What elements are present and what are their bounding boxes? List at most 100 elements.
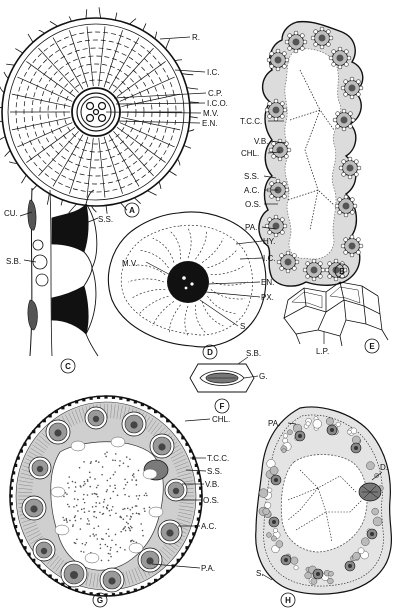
panel-g-label-ac: A.C. bbox=[201, 522, 217, 531]
pith-cell bbox=[144, 510, 146, 512]
sheath-cell bbox=[276, 179, 280, 183]
cortex-cell bbox=[282, 449, 286, 453]
pith-cell bbox=[74, 498, 76, 500]
pith-cell bbox=[106, 489, 108, 491]
sheath-cell bbox=[283, 108, 287, 112]
epidermal-cell bbox=[12, 471, 15, 474]
sheath-cell bbox=[284, 154, 288, 158]
sheath-cell bbox=[286, 251, 290, 255]
sheath-cell bbox=[285, 188, 289, 192]
pith-cell bbox=[122, 509, 124, 511]
pith-cell bbox=[130, 526, 132, 528]
sheath-cell bbox=[318, 274, 322, 278]
pith-cell bbox=[110, 547, 112, 549]
pith-cell bbox=[133, 473, 135, 475]
pith-cell bbox=[132, 475, 134, 477]
sheath-cell bbox=[356, 92, 360, 96]
pith-cell bbox=[115, 512, 117, 514]
pith-cell bbox=[87, 479, 89, 481]
pith-cell bbox=[84, 502, 86, 504]
pith-cell bbox=[114, 484, 116, 486]
sheath-cell bbox=[295, 260, 299, 264]
pith-cell bbox=[67, 504, 69, 506]
panel-h-section: PA. D. S. H bbox=[256, 407, 392, 607]
xylem bbox=[93, 416, 99, 422]
sheath-cell bbox=[311, 36, 315, 40]
sheath-cell bbox=[328, 262, 332, 266]
cortex-cell bbox=[283, 438, 288, 443]
pith-cell bbox=[88, 523, 90, 525]
pith-cell bbox=[112, 491, 114, 493]
cortex-cell bbox=[267, 488, 272, 493]
pith-cell bbox=[138, 513, 140, 515]
xylem bbox=[343, 203, 350, 210]
sheath-cell bbox=[268, 230, 272, 234]
sheath-cell bbox=[344, 62, 348, 66]
pith-cell bbox=[143, 508, 145, 510]
pith-cell bbox=[72, 481, 74, 483]
sheath-cell bbox=[354, 160, 358, 164]
pith-cell bbox=[106, 491, 108, 493]
pith-cell bbox=[72, 525, 74, 527]
pith-cell bbox=[136, 484, 138, 486]
pith-cell bbox=[76, 538, 78, 540]
epidermal-cell bbox=[192, 532, 195, 535]
panel-d-label-mv: M.V. bbox=[122, 259, 138, 268]
sheath-cell bbox=[268, 114, 272, 118]
sheath-cell bbox=[268, 218, 272, 222]
epidermal-cell bbox=[75, 589, 78, 592]
sheath-cell bbox=[278, 157, 282, 161]
sheath-cell bbox=[265, 108, 269, 112]
xylem bbox=[354, 446, 358, 450]
sheath-cell bbox=[280, 114, 284, 118]
pith-cell bbox=[126, 515, 128, 517]
sheath-cell bbox=[280, 230, 284, 234]
pith-cell bbox=[135, 505, 137, 507]
sheath-cell bbox=[350, 235, 354, 239]
pith-cell bbox=[149, 507, 151, 509]
epidermal-cell bbox=[154, 579, 157, 582]
sheath-cell bbox=[353, 204, 357, 208]
sheath-cell bbox=[267, 58, 271, 62]
pith-cell bbox=[87, 494, 89, 496]
pith-cell bbox=[116, 551, 118, 553]
epidermal-cell bbox=[37, 564, 40, 567]
epidermal-cell bbox=[195, 525, 198, 528]
epidermal-cell bbox=[23, 443, 26, 446]
pith-cell bbox=[80, 528, 82, 530]
epidermal-cell bbox=[90, 397, 93, 400]
sheath-cell bbox=[338, 47, 342, 51]
epidermal-cell bbox=[197, 471, 200, 474]
xylem bbox=[173, 488, 179, 494]
panel-d-label-px: PX. bbox=[261, 293, 274, 302]
sheath-cell bbox=[270, 52, 274, 56]
panel-h-label-s: S. bbox=[256, 569, 264, 578]
sheath-cell bbox=[335, 204, 339, 208]
pith-cell bbox=[89, 477, 91, 479]
sheath-cell bbox=[270, 182, 274, 186]
panel-b-label-tcc: T.C.C. bbox=[240, 117, 262, 126]
cortex-cell bbox=[271, 536, 276, 541]
pith-cell bbox=[104, 453, 106, 455]
epidermal-cell bbox=[166, 419, 169, 422]
sheath-cell bbox=[342, 127, 346, 131]
pith-cell bbox=[112, 506, 114, 508]
epidermal-cell bbox=[195, 464, 198, 467]
pith-cell bbox=[83, 551, 85, 553]
pith-cell bbox=[75, 482, 77, 484]
epidermal-cell bbox=[55, 579, 58, 582]
epidermal-cell bbox=[14, 525, 17, 528]
sheath-cell bbox=[344, 92, 348, 96]
xylem bbox=[146, 557, 153, 564]
panel-b-label-ss: S.S. bbox=[244, 172, 259, 181]
sheath-cell bbox=[344, 213, 348, 217]
sheath-cell bbox=[321, 268, 325, 272]
pith-cell bbox=[124, 479, 126, 481]
xylem bbox=[341, 117, 348, 124]
pith-cell bbox=[74, 491, 76, 493]
epidermal-cell bbox=[61, 583, 64, 586]
epidermal-cell bbox=[141, 403, 144, 406]
xylem bbox=[37, 466, 43, 472]
pith-cell bbox=[146, 495, 148, 497]
epidermal-cell bbox=[199, 502, 202, 505]
